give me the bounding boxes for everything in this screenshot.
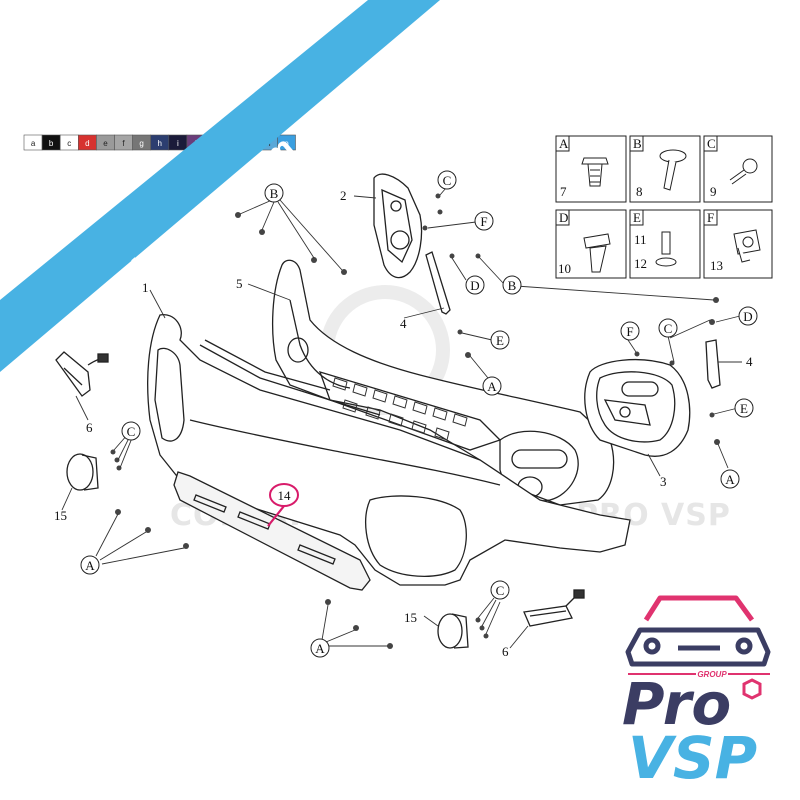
part-15-fog-right: [437, 613, 469, 649]
provsp-logo: GROUP Pro VSP: [622, 595, 771, 792]
part-labels: 2 1 5 4 4 3 6 6 15 15: [54, 188, 753, 659]
color-swatch-label-i: i: [177, 139, 179, 148]
part-6-label-right: 6: [502, 644, 509, 659]
fastener-legend-text: A B C D E F 7 8 9 10 11 12 13: [558, 136, 723, 276]
part-1-bumper: [147, 314, 631, 586]
callout-c-right: C: [664, 321, 673, 336]
callout-a-bottom: A: [315, 641, 325, 656]
fastener-legend: [555, 135, 773, 279]
part-14-skid-plate: [173, 471, 371, 591]
banner-band: [0, 0, 440, 372]
part-15-label-left: 15: [54, 508, 67, 523]
clip-a-icon: [581, 157, 609, 187]
callout-f-right: F: [626, 324, 633, 339]
color-swatch-label-o: o: [284, 139, 289, 148]
part-15-fog-left: [66, 453, 99, 491]
logo-group-text: GROUP: [697, 670, 727, 679]
callout-a-mid: A: [487, 379, 497, 394]
callout-circles: [80, 170, 758, 658]
legend-number-7: 7: [560, 184, 567, 199]
callout-d-top: D: [470, 278, 479, 293]
screw-c-icon: [729, 158, 758, 185]
bolt-e-icon: [655, 231, 677, 267]
color-swatch-label-a: a: [31, 139, 36, 148]
part-2-insert: [373, 173, 423, 279]
hexagon-icon: [742, 678, 762, 700]
part-14-label: 14: [278, 488, 292, 503]
part-15-label-right: 15: [404, 610, 417, 625]
part-3-label: 3: [660, 474, 667, 489]
legend-number-9: 9: [710, 184, 717, 199]
color-swatch-label-d: d: [85, 139, 89, 148]
legend-number-8: 8: [636, 184, 643, 199]
part-5-grille: [271, 259, 615, 506]
part-6-light-right: [523, 589, 585, 627]
color-swatch-label-c: c: [67, 139, 71, 148]
callout-b-right: B: [508, 278, 517, 293]
legend-letter-a: A: [559, 136, 569, 151]
callout-e-right: E: [740, 401, 748, 416]
logo-vsp-text: VSP: [628, 724, 757, 792]
callout-letters: B C F D B E A F C D E A C A C A: [85, 173, 752, 656]
legend-letter-b: B: [633, 136, 642, 151]
part-3-bezel: [584, 359, 691, 457]
part-14-highlight: 14: [267, 483, 299, 527]
legend-letter-e: E: [633, 210, 641, 225]
callout-c-top: C: [443, 173, 452, 188]
callout-d-right: D: [743, 309, 752, 324]
car-outline-icon: [643, 595, 755, 622]
legend-number-11: 11: [634, 232, 647, 247]
legend-letter-d: D: [559, 210, 568, 225]
part-4-bracket-left: [425, 251, 451, 315]
color-swatch-label-b: b: [49, 139, 54, 148]
color-swatch-label-e: e: [103, 139, 108, 148]
part-1-label: 1: [142, 280, 149, 295]
part-4-bracket-right: [705, 339, 721, 389]
clip-f-icon: [733, 229, 761, 263]
callout-e-mid: E: [496, 333, 504, 348]
color-swatch-label-f: f: [122, 139, 125, 148]
callout-c-bottom: C: [496, 583, 505, 598]
legend-number-13: 13: [710, 258, 723, 273]
screw-b-icon: [659, 149, 687, 191]
clip-d-icon: [583, 233, 611, 273]
callout-f-top: F: [480, 214, 487, 229]
part-5-label: 5: [236, 276, 243, 291]
part-4-label-left: 4: [400, 316, 407, 331]
callout-a-right: A: [725, 472, 735, 487]
part-6-light-left: [55, 351, 109, 397]
color-swatch-label-h: h: [158, 139, 162, 148]
legend-number-10: 10: [558, 261, 571, 276]
color-swatch-o: [277, 134, 296, 151]
part-2-label: 2: [340, 188, 347, 203]
callout-c-left: C: [127, 424, 136, 439]
part-6-label-left: 6: [86, 420, 93, 435]
car-body-icon: [625, 627, 771, 667]
legend-letter-f: F: [707, 210, 714, 225]
callout-a-left: A: [85, 558, 95, 573]
fastener-icons: [581, 149, 761, 273]
legend-letter-c: C: [707, 136, 716, 151]
callout-b-top: B: [270, 186, 279, 201]
leader-lines: [61, 187, 742, 649]
color-swatch-label-g: g: [139, 139, 143, 148]
logo-pro-text: Pro: [622, 670, 731, 738]
part-4-label-right: 4: [746, 354, 753, 369]
legend-number-12: 12: [634, 256, 647, 271]
